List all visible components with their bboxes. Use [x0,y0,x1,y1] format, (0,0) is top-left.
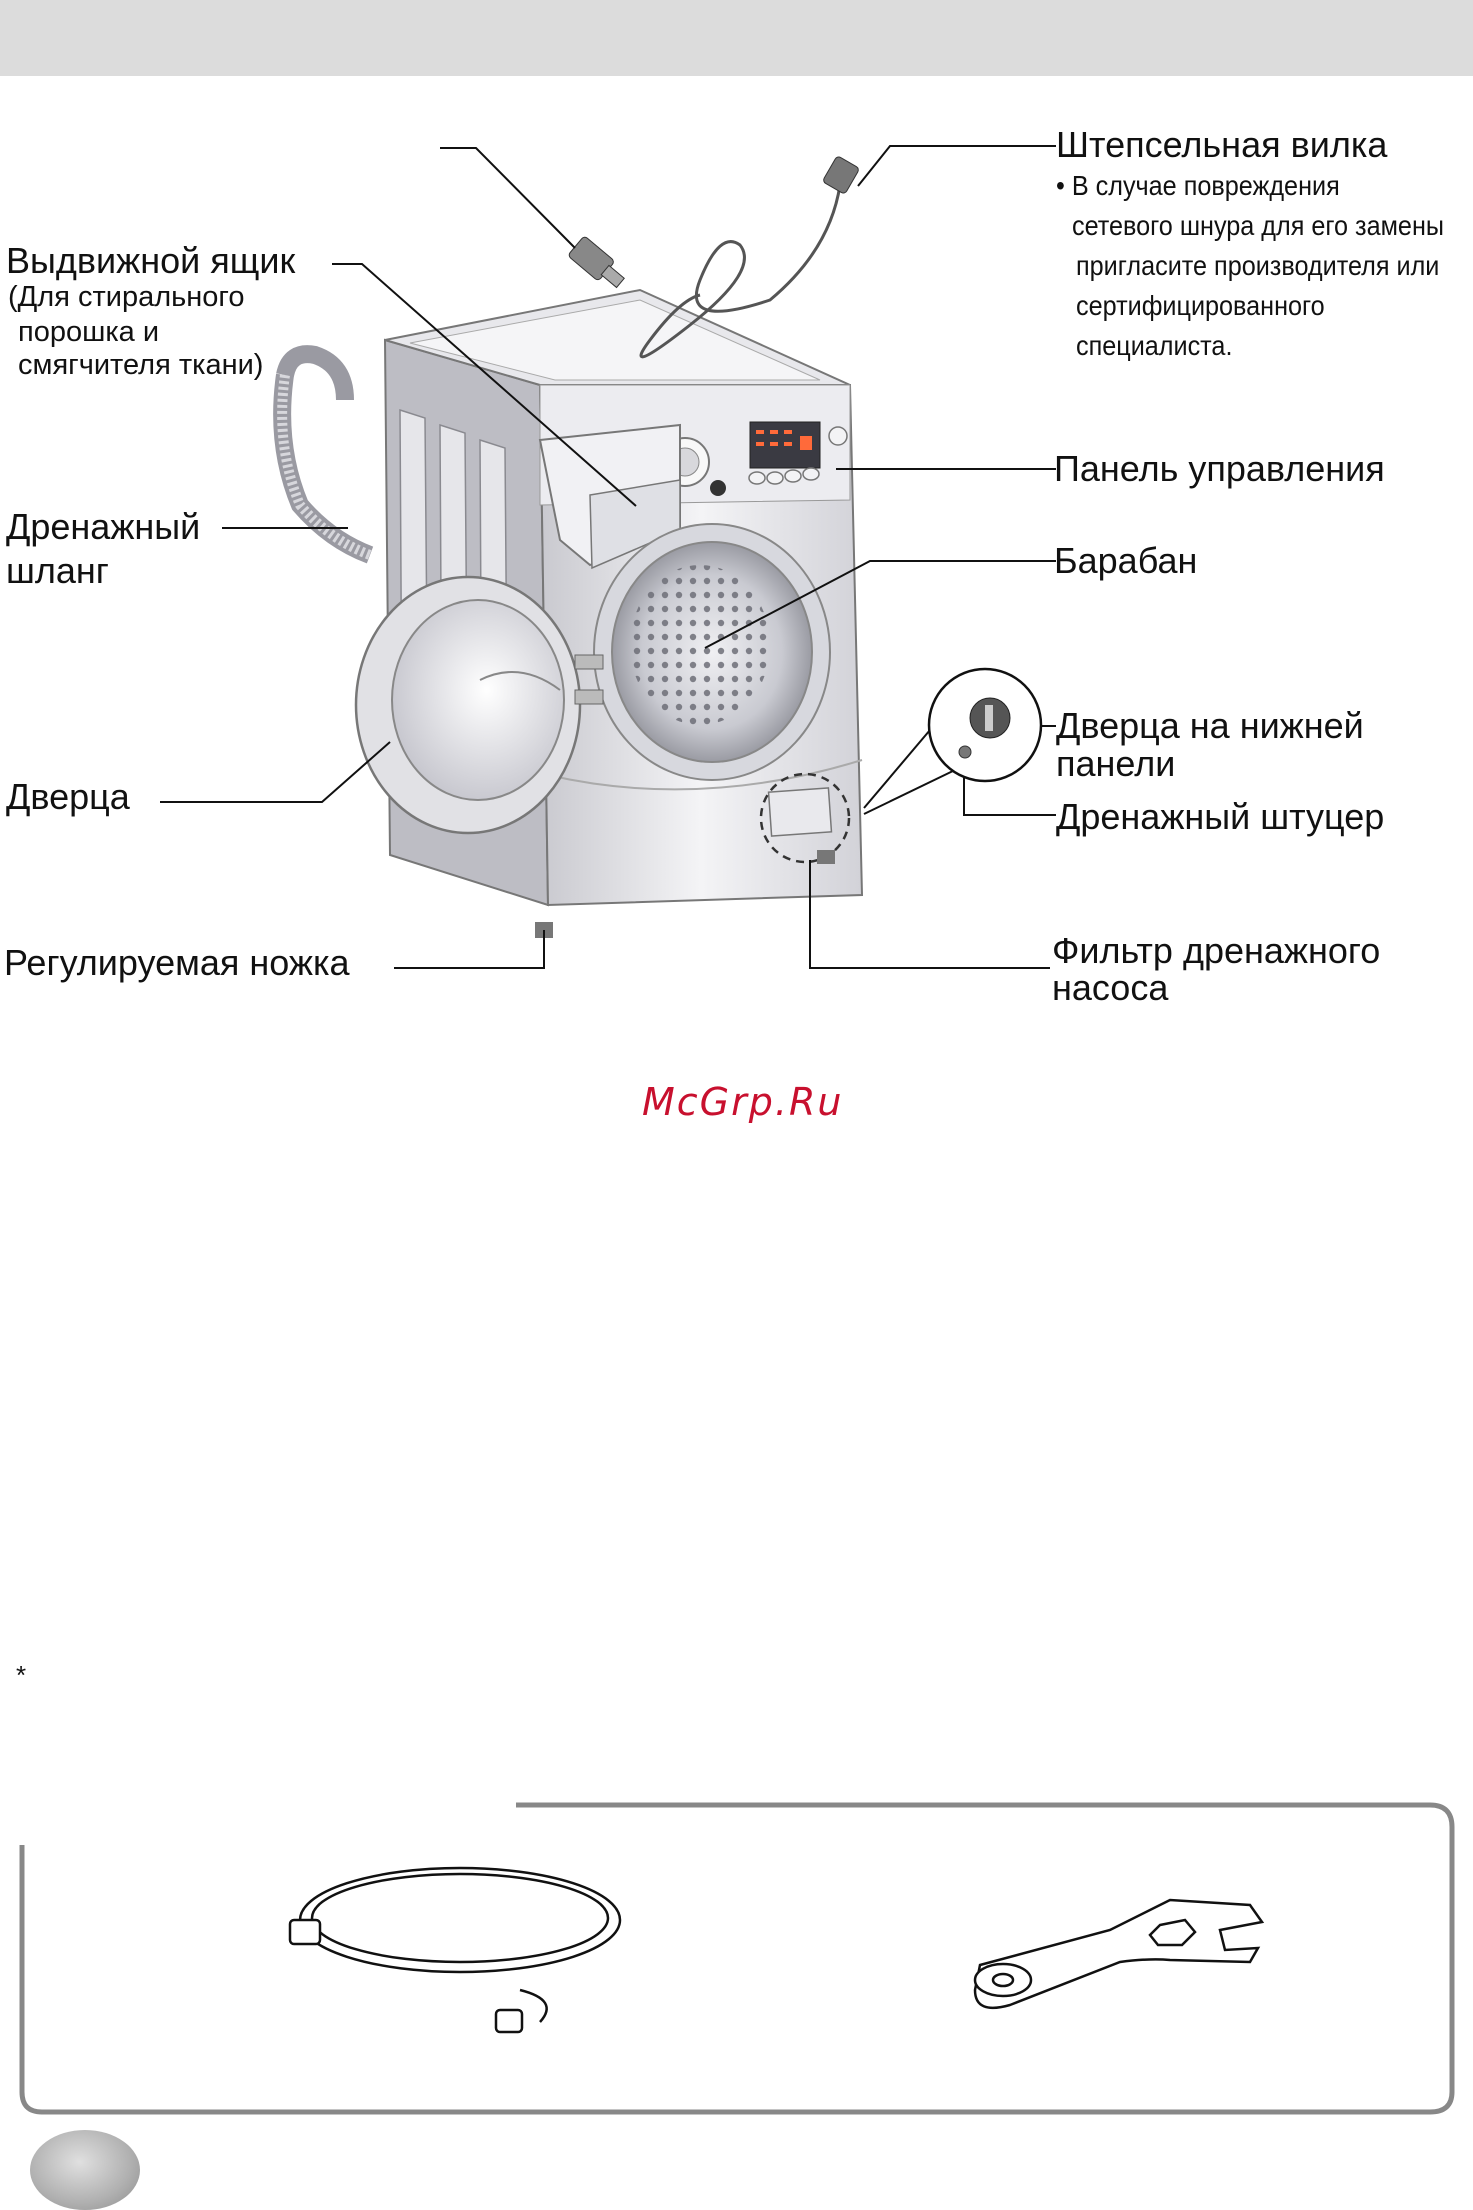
header-bar [0,0,1473,76]
lower-panel-zoom [927,667,1043,783]
inlet-hose-illustration [288,1866,622,2034]
drawer-label: Выдвижной ящик [6,240,296,281]
plug-note-line-1: • В случае повреждения [1056,170,1340,201]
plug-note-line-2: сетевого шнура для его замены [1072,210,1444,241]
door-label: Дверца [6,776,130,817]
watermark: McGrp.Ru [642,1080,844,1124]
pump-filter-label-line-1: Фильтр дренажного [1052,930,1381,971]
washing-machine [273,156,864,938]
plug-note-line-5: специалиста. [1076,330,1233,361]
adjustable-foot-label: Регулируемая ножка [4,942,350,983]
pump-filter-label-line-2: насоса [1052,967,1169,1008]
footnote-mark: * [16,1660,27,1690]
drawer-sub-line-3: смягчителя ткани) [18,349,264,381]
lower-cover-label-line-2: панели [1056,743,1176,784]
plug-note-line-4: сертифицированного [1076,290,1325,321]
drain-hose-label-line-2: шланг [6,550,109,591]
drum-label: Барабан [1054,540,1198,581]
drain-nipple-label: Дренажный штуцер [1056,796,1385,837]
plug-label: Штепсельная вилка [1056,124,1388,165]
page-number-tab [30,2130,140,2210]
callout-lines [160,145,1056,969]
drain-hose-label-line-1: Дренажный [6,506,201,547]
control-panel-label: Панель управления [1054,448,1385,489]
drawer-sub-line-2: порошка и [18,316,160,348]
wrench-illustration [973,1898,1265,2010]
accessories-box [19,1802,1455,2115]
lower-cover-label-line-1: Дверца на нижней [1056,705,1364,746]
plug-note-line-3: пригласите производителя или [1076,250,1440,281]
drawer-sub-line-1: (Для стирального [8,281,245,313]
